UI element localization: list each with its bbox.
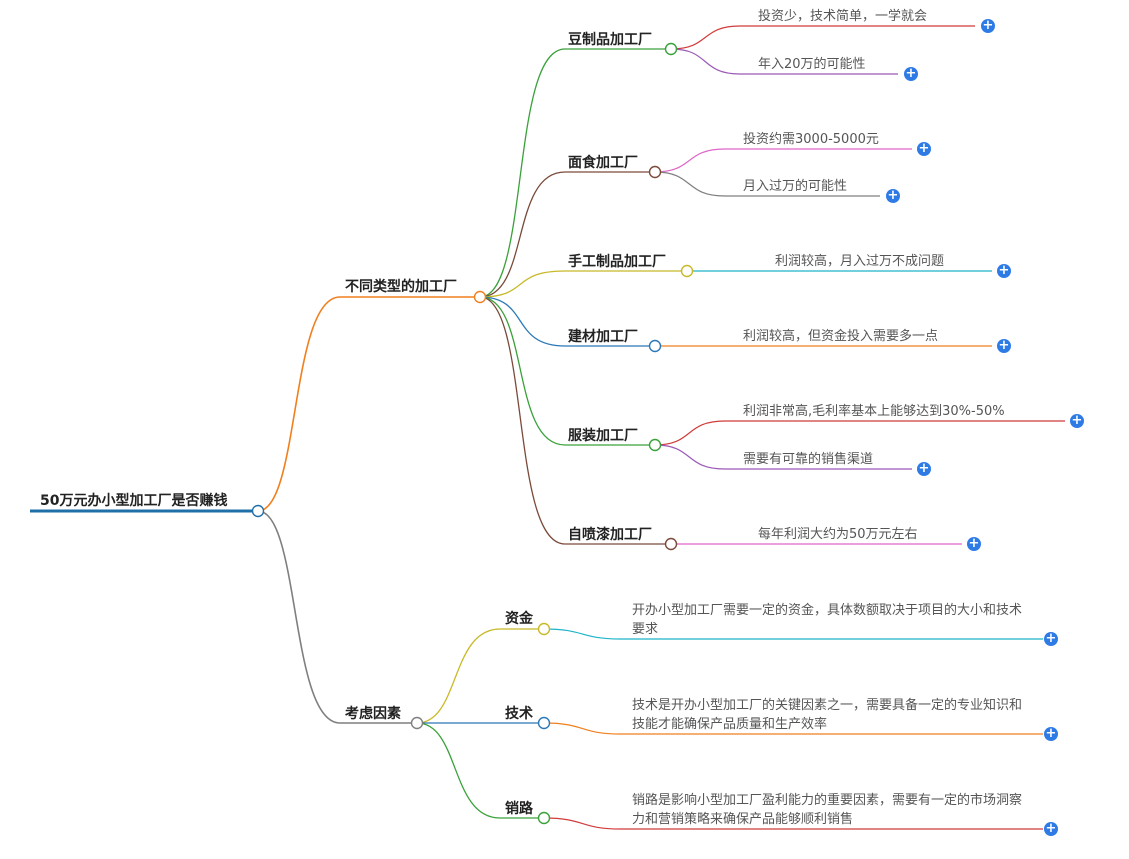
edge-b0-shougong: [479, 270, 687, 298]
topic-shougong[interactable]: 手工制品加工厂: [568, 254, 666, 270]
edge-leaf: [654, 420, 1065, 446]
expand-plus-icon[interactable]: +: [1070, 413, 1084, 428]
expand-plus-icon[interactable]: +: [967, 536, 981, 551]
branch-factors[interactable]: 考虑因素: [345, 706, 401, 722]
edge-leaf: [670, 25, 975, 50]
topic-fuzhuang[interactable]: 服装加工厂: [568, 428, 638, 444]
topic-xiaolu[interactable]: 销路: [505, 801, 533, 817]
expand-plus-icon[interactable]: +: [904, 66, 918, 81]
subnode-dot[interactable]: [648, 339, 662, 353]
subnode-dot[interactable]: [648, 165, 662, 179]
subnode-dot[interactable]: [680, 264, 694, 278]
leaf-text: 投资约需3000-5000元: [743, 132, 879, 147]
topic-douzhipin[interactable]: 豆制品加工厂: [568, 32, 652, 48]
branch-node-dot[interactable]: [473, 290, 487, 304]
edge-b1-zijin: [416, 628, 544, 724]
root-topic[interactable]: 50万元办小型加工厂是否赚钱: [40, 493, 228, 509]
edge-b0-zipenqi: [479, 296, 671, 545]
subnode-dot[interactable]: [664, 537, 678, 551]
leaf-text: 销路是影响小型加工厂盈利能力的重要因素，需要有一定的市场洞察力和营销策略来确保产…: [632, 793, 1023, 827]
edge-root-b0: [257, 296, 480, 512]
edge-b1-xiaolu: [416, 722, 544, 819]
leaf-text: 开办小型加工厂需要一定的资金，具体数额取决于项目的大小和技术要求: [632, 603, 1023, 637]
expand-plus-icon[interactable]: +: [886, 188, 900, 203]
edge-b0-jiancai: [479, 296, 655, 347]
expand-plus-icon[interactable]: +: [981, 18, 995, 33]
edge-b0-douzhipin: [479, 48, 671, 298]
edge-leaf: [543, 817, 1043, 830]
topic-mianshi[interactable]: 面食加工厂: [568, 155, 638, 171]
subnode-dot[interactable]: [537, 622, 551, 636]
expand-plus-icon[interactable]: +: [997, 263, 1011, 278]
branch-types[interactable]: 不同类型的加工厂: [345, 279, 457, 295]
edge-b0-fuzhuang: [479, 296, 655, 446]
leaf-text: 需要有可靠的销售渠道: [743, 452, 874, 467]
topic-zipenqi[interactable]: 自喷漆加工厂: [568, 527, 652, 543]
leaf-text: 技术是开办小型加工厂的关键因素之一，需要具备一定的专业知识和技能才能确保产品质量…: [632, 698, 1023, 732]
leaf-text: 投资少，技术简单，一学就会: [758, 9, 928, 24]
subnode-dot[interactable]: [664, 42, 678, 56]
edge-leaf: [670, 48, 898, 75]
leaf-text: 年入20万的可能性: [758, 57, 866, 72]
topic-zijin[interactable]: 资金: [505, 611, 533, 627]
leaf-text: 每年利润大约为50万元左右: [758, 527, 918, 542]
edge-b0-mianshi: [479, 171, 655, 298]
expand-plus-icon[interactable]: +: [917, 141, 931, 156]
expand-plus-icon[interactable]: +: [1044, 631, 1058, 646]
edge-leaf: [543, 628, 1043, 640]
topic-jiancai[interactable]: 建材加工厂: [568, 329, 638, 345]
expand-plus-icon[interactable]: +: [1044, 821, 1058, 836]
expand-plus-icon[interactable]: +: [1044, 726, 1058, 741]
edge-leaf: [654, 444, 912, 470]
edge-leaf: [543, 722, 1043, 735]
edge-leaf: [654, 148, 912, 173]
leaf-text: 利润非常高,毛利率基本上能够达到30%-50%: [743, 404, 1005, 419]
leaf-text: 月入过万的可能性: [743, 179, 848, 194]
edge-root-b1: [257, 510, 417, 724]
subnode-dot[interactable]: [537, 716, 551, 730]
topic-jishu[interactable]: 技术: [505, 706, 533, 722]
expand-plus-icon[interactable]: +: [917, 461, 931, 476]
expand-plus-icon[interactable]: +: [997, 338, 1011, 353]
subnode-dot[interactable]: [537, 811, 551, 825]
branch-node-dot[interactable]: [410, 716, 424, 730]
leaf-text: 利润较高，月入过万不成问题: [775, 254, 945, 269]
leaf-text: 利润较高，但资金投入需要多一点: [743, 329, 939, 344]
subnode-dot[interactable]: [648, 438, 662, 452]
edge-leaf: [654, 171, 880, 197]
root-node-dot[interactable]: [251, 504, 265, 518]
